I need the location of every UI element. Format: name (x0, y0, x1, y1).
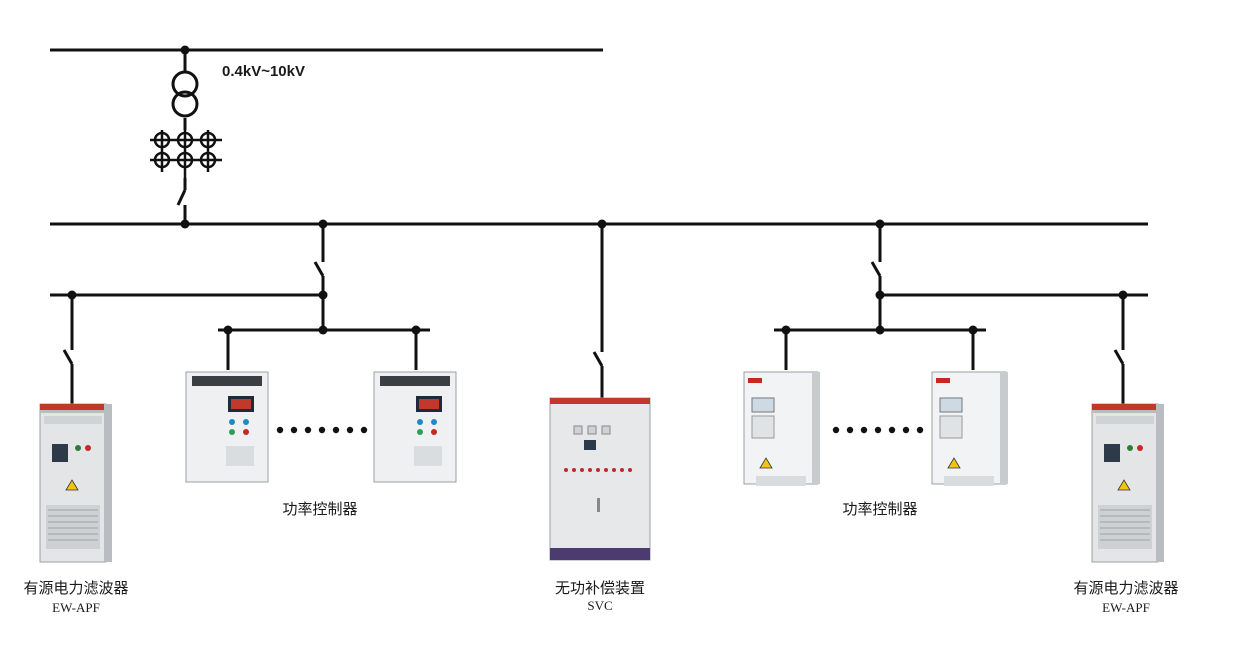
junction-dots (67, 45, 1128, 335)
right-controller-1 (743, 371, 820, 486)
left-branch-switch (313, 261, 325, 277)
svc-switch (592, 351, 604, 367)
current-transformer-icon (150, 130, 222, 178)
transformer-icon (171, 70, 199, 118)
left-controller-1 (185, 371, 269, 483)
right-filter-name: 有源电力滤波器 (1073, 579, 1179, 597)
right-apf-cabinet (1091, 403, 1164, 563)
right-controllers-label: 功率控制器 (842, 500, 918, 518)
left-ellipsis-dots (276, 426, 368, 434)
left-controllers-label: 功率控制器 (282, 500, 358, 518)
left-controller-2 (373, 371, 457, 483)
svc-name: 无功补偿装置 (554, 579, 646, 597)
left-filter-model: EW-APF (52, 600, 100, 615)
left-filter-name: 有源电力滤波器 (23, 579, 129, 597)
right-branch-switch (870, 261, 882, 277)
right-filter-model: EW-APF (1102, 600, 1150, 615)
right-filter-switch (1113, 349, 1125, 365)
left-filter-switch (62, 349, 74, 365)
voltage-label: 0.4kV~10kV (222, 63, 305, 80)
main-switch-blade (176, 189, 187, 206)
right-controller-2 (931, 371, 1008, 486)
left-apf-cabinet (39, 403, 112, 563)
right-ellipsis-dots (832, 426, 924, 434)
svc-model: SVC (587, 598, 613, 613)
svc-cabinet (549, 397, 651, 561)
